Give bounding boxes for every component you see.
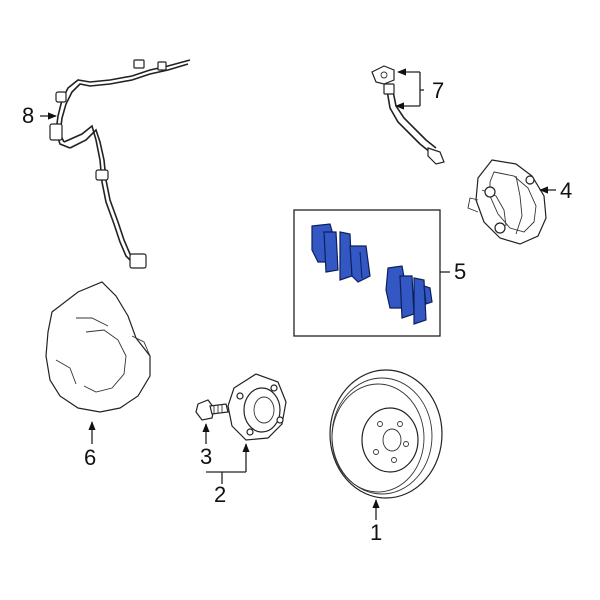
brake-pad-set-box bbox=[293, 209, 441, 337]
brake-pad-icon[interactable] bbox=[311, 223, 371, 283]
wheel-hub-assembly-icon[interactable] bbox=[227, 373, 287, 441]
brake-hose-icon[interactable] bbox=[371, 65, 445, 165]
caliper-bracket-icon[interactable] bbox=[467, 159, 547, 245]
splash-shield-icon[interactable] bbox=[45, 281, 151, 413]
hub-bolt-icon[interactable] bbox=[195, 399, 229, 421]
callout-3: 3 bbox=[200, 444, 212, 469]
callout-6: 6 bbox=[84, 445, 96, 470]
abs-sensor-wire-icon[interactable] bbox=[49, 59, 191, 269]
callout-5: 5 bbox=[454, 259, 466, 284]
brake-rotor-icon[interactable] bbox=[329, 369, 443, 499]
brake-pad-icon[interactable] bbox=[385, 265, 433, 325]
callout-8: 8 bbox=[22, 103, 34, 128]
callout-1: 1 bbox=[370, 520, 382, 545]
callout-2: 2 bbox=[214, 482, 226, 507]
callout-4: 4 bbox=[560, 178, 572, 203]
callout-7: 7 bbox=[432, 78, 444, 103]
brake-pad-set-icon[interactable] bbox=[311, 223, 433, 325]
